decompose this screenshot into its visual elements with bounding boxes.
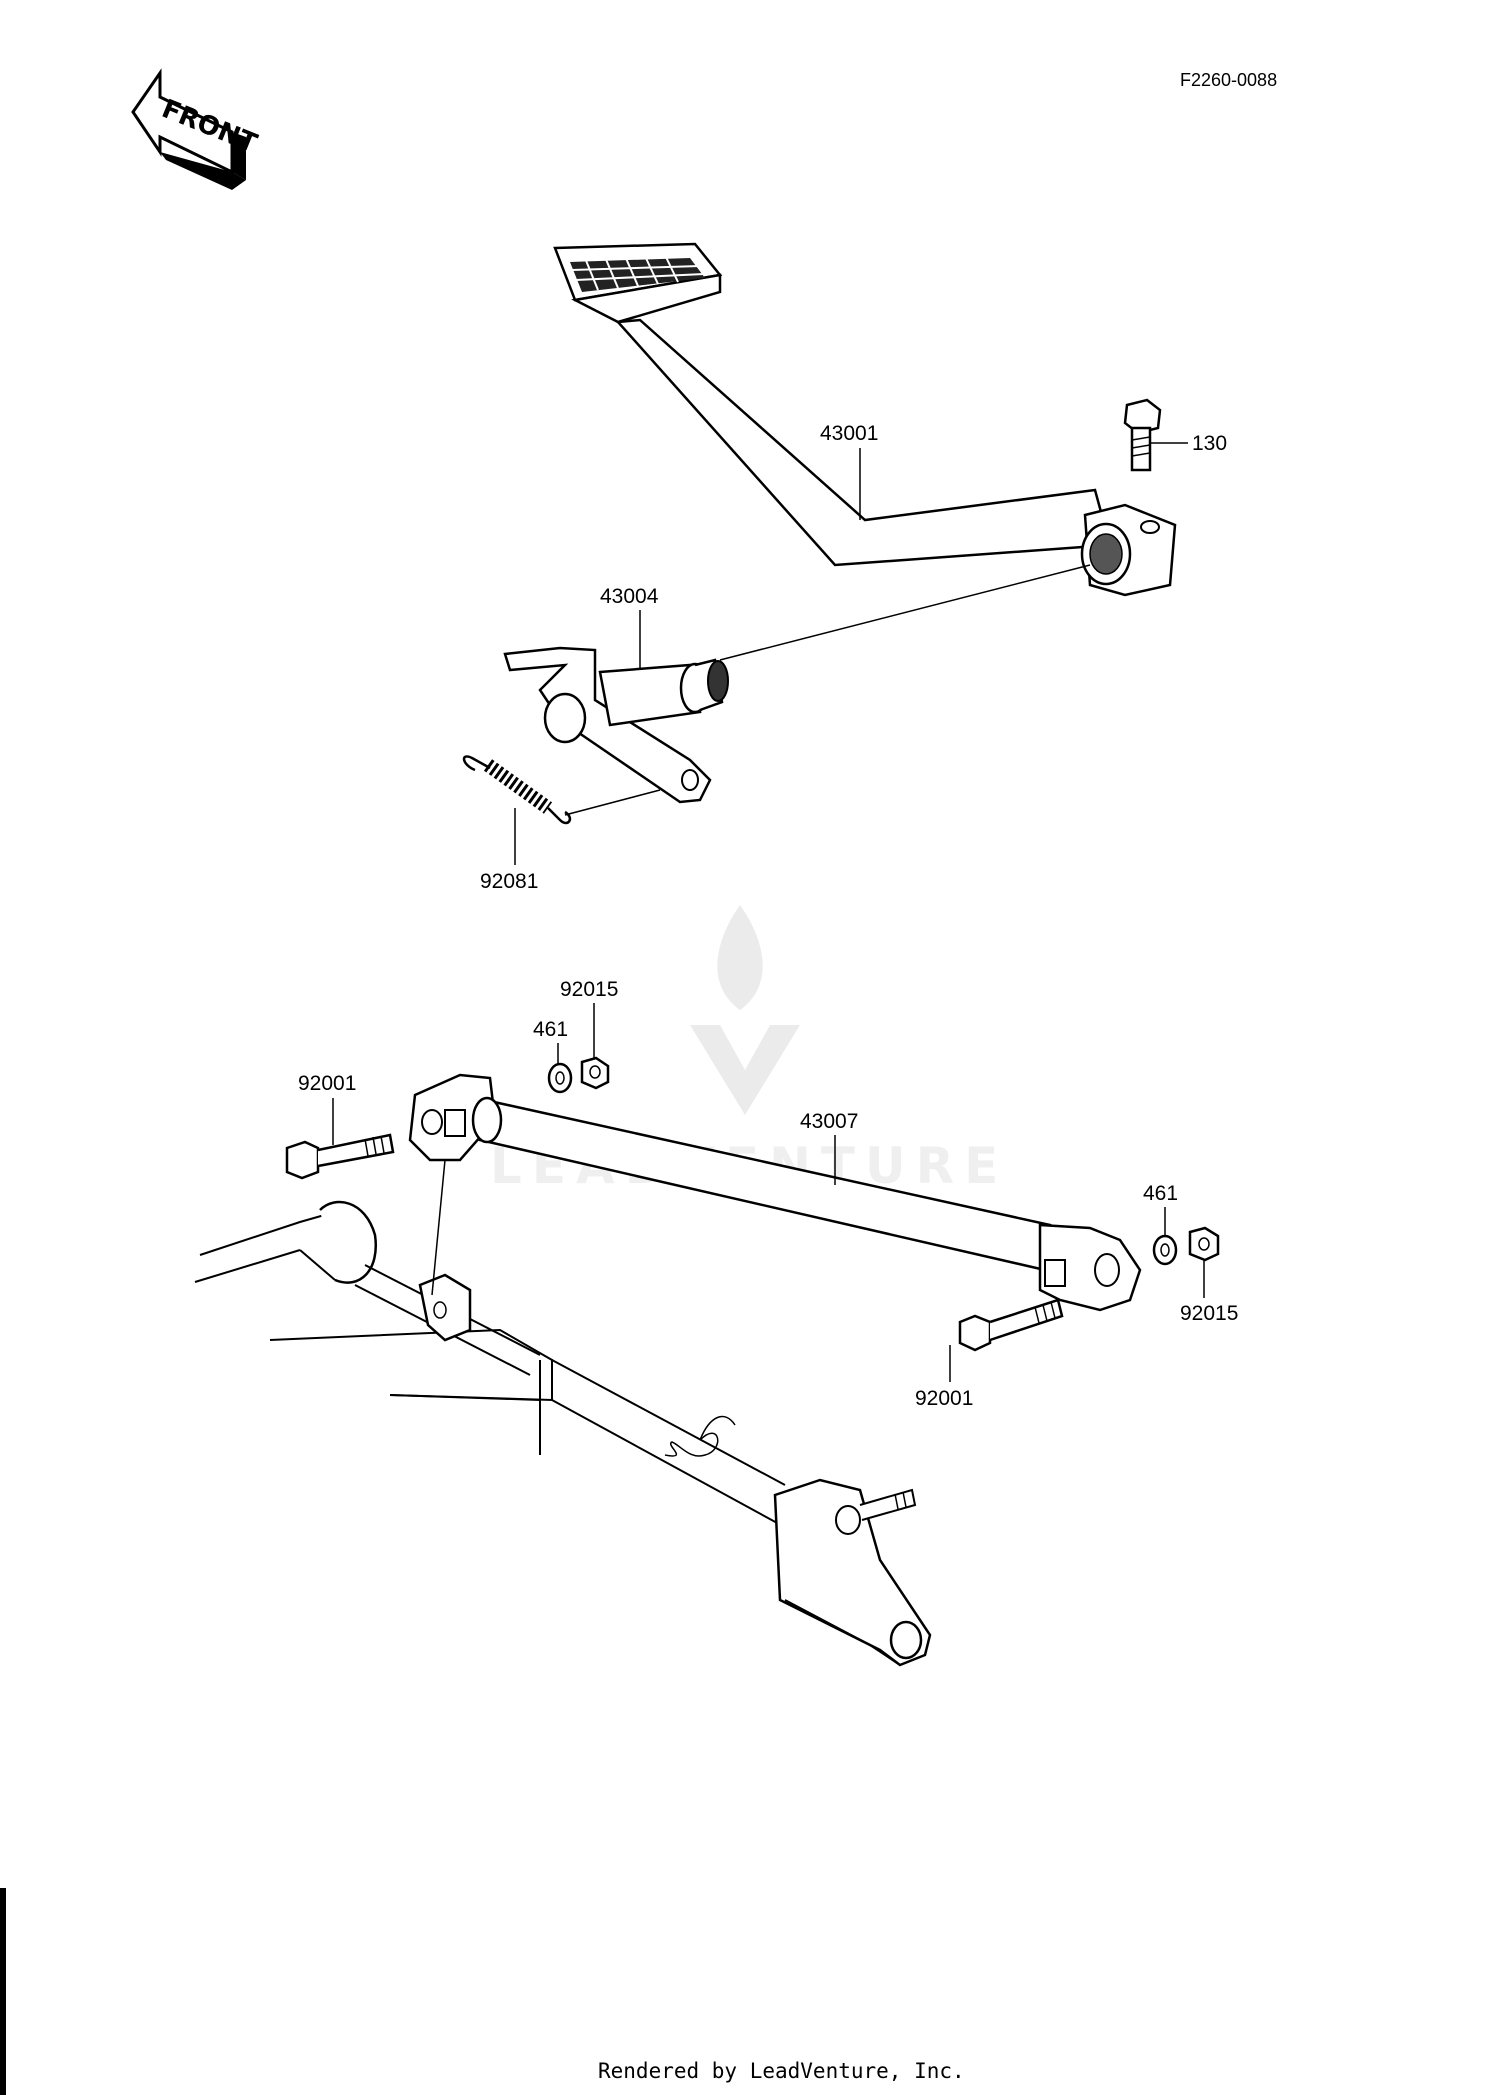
callout-92001-right: 92001: [915, 1387, 973, 1410]
callout-92015-left: 92015: [560, 978, 618, 1001]
spring-92081: [462, 755, 661, 825]
bolt-92001-left: [285, 1133, 395, 1180]
callout-461-right: 461: [1143, 1182, 1178, 1205]
rod-43007: [408, 1073, 1142, 1312]
callout-43004: 43004: [600, 585, 659, 608]
diagram-id: F2260-0088: [1180, 70, 1277, 90]
callout-43007: 43007: [800, 1110, 858, 1133]
bolt-92001-right: [958, 1298, 1064, 1352]
washer-461-right: [1152, 1234, 1178, 1266]
leadventure-watermark: [690, 905, 800, 1115]
nut-92015-left: [580, 1056, 610, 1090]
frame-outline: [194, 1159, 932, 1667]
bolt-130: [1123, 398, 1162, 472]
scan-edge-mark: [0, 1888, 6, 2095]
shaft-43004: [503, 564, 1091, 804]
callout-130: 130: [1192, 432, 1227, 455]
washer-461-left: [547, 1062, 573, 1094]
front-arrow-icon: FRONT: [131, 68, 261, 190]
callout-461-left: 461: [533, 1018, 568, 1041]
callout-43001: 43001: [820, 422, 878, 445]
callout-92081: 92081: [480, 870, 538, 893]
nut-92015-right: [1188, 1226, 1220, 1262]
footer-credit: Rendered by LeadVenture, Inc.: [598, 2059, 965, 2083]
brake-pedal-43001: [553, 242, 1177, 597]
callout-92015-right: 92015: [1180, 1302, 1238, 1325]
callout-92001-left: 92001: [298, 1072, 356, 1095]
